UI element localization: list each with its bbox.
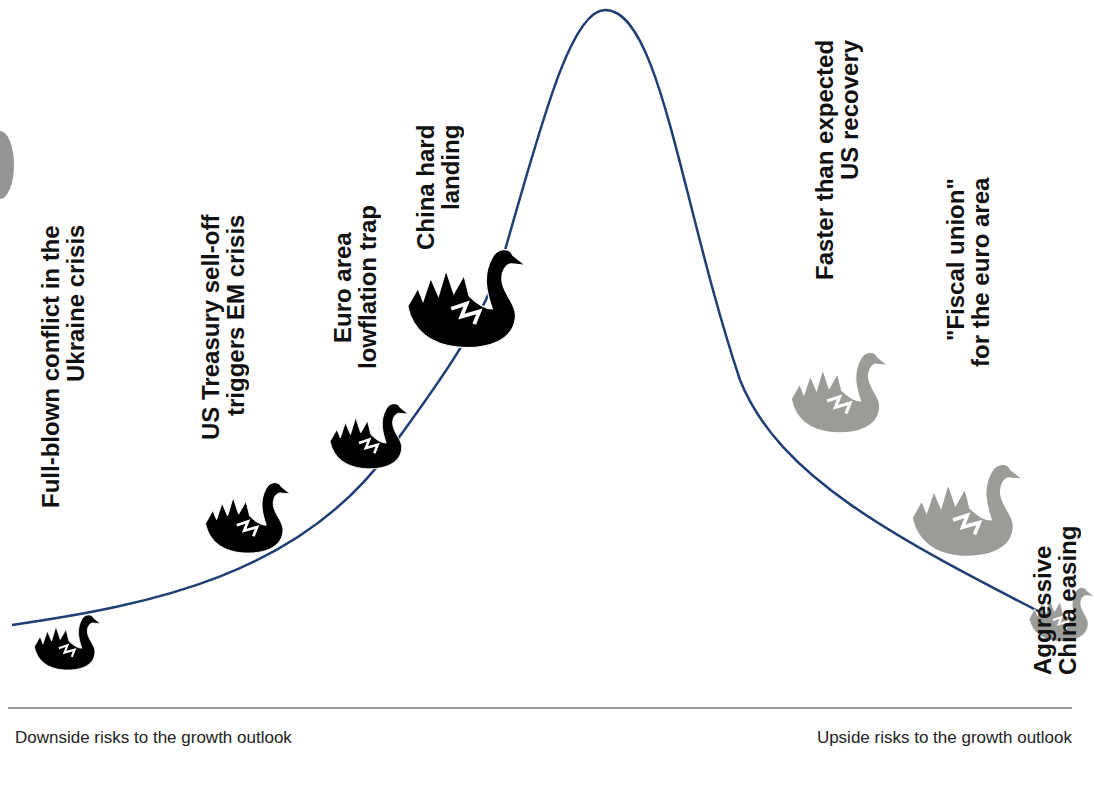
risk-label: Faster than expected US recovery [812,40,862,298]
risk-label: US Treasury sell-off triggers EM crisis [198,215,248,485]
risk-label: "Fiscal union" for the euro area [943,178,993,374]
risk-label: China hard landing [413,125,463,275]
partial-swan [0,131,14,199]
axis-line [8,707,1072,709]
risk-label: Euro area lowflation trap [330,195,380,380]
black-swan [34,615,100,670]
risk-label: Full-blown conflict in the Ukraine crisi… [38,225,88,555]
black-swan [206,483,291,553]
axis-label: Upside risks to the growth outlook [817,728,1072,748]
risk-label: Aggressive China easing [1030,505,1080,675]
grey-swan [912,464,1022,556]
black-swan [330,404,408,469]
grey-swan [791,352,888,432]
black-swan [408,250,526,348]
axis-label: Downside risks to the growth outlook [15,728,292,748]
bell-curve [12,10,1065,625]
